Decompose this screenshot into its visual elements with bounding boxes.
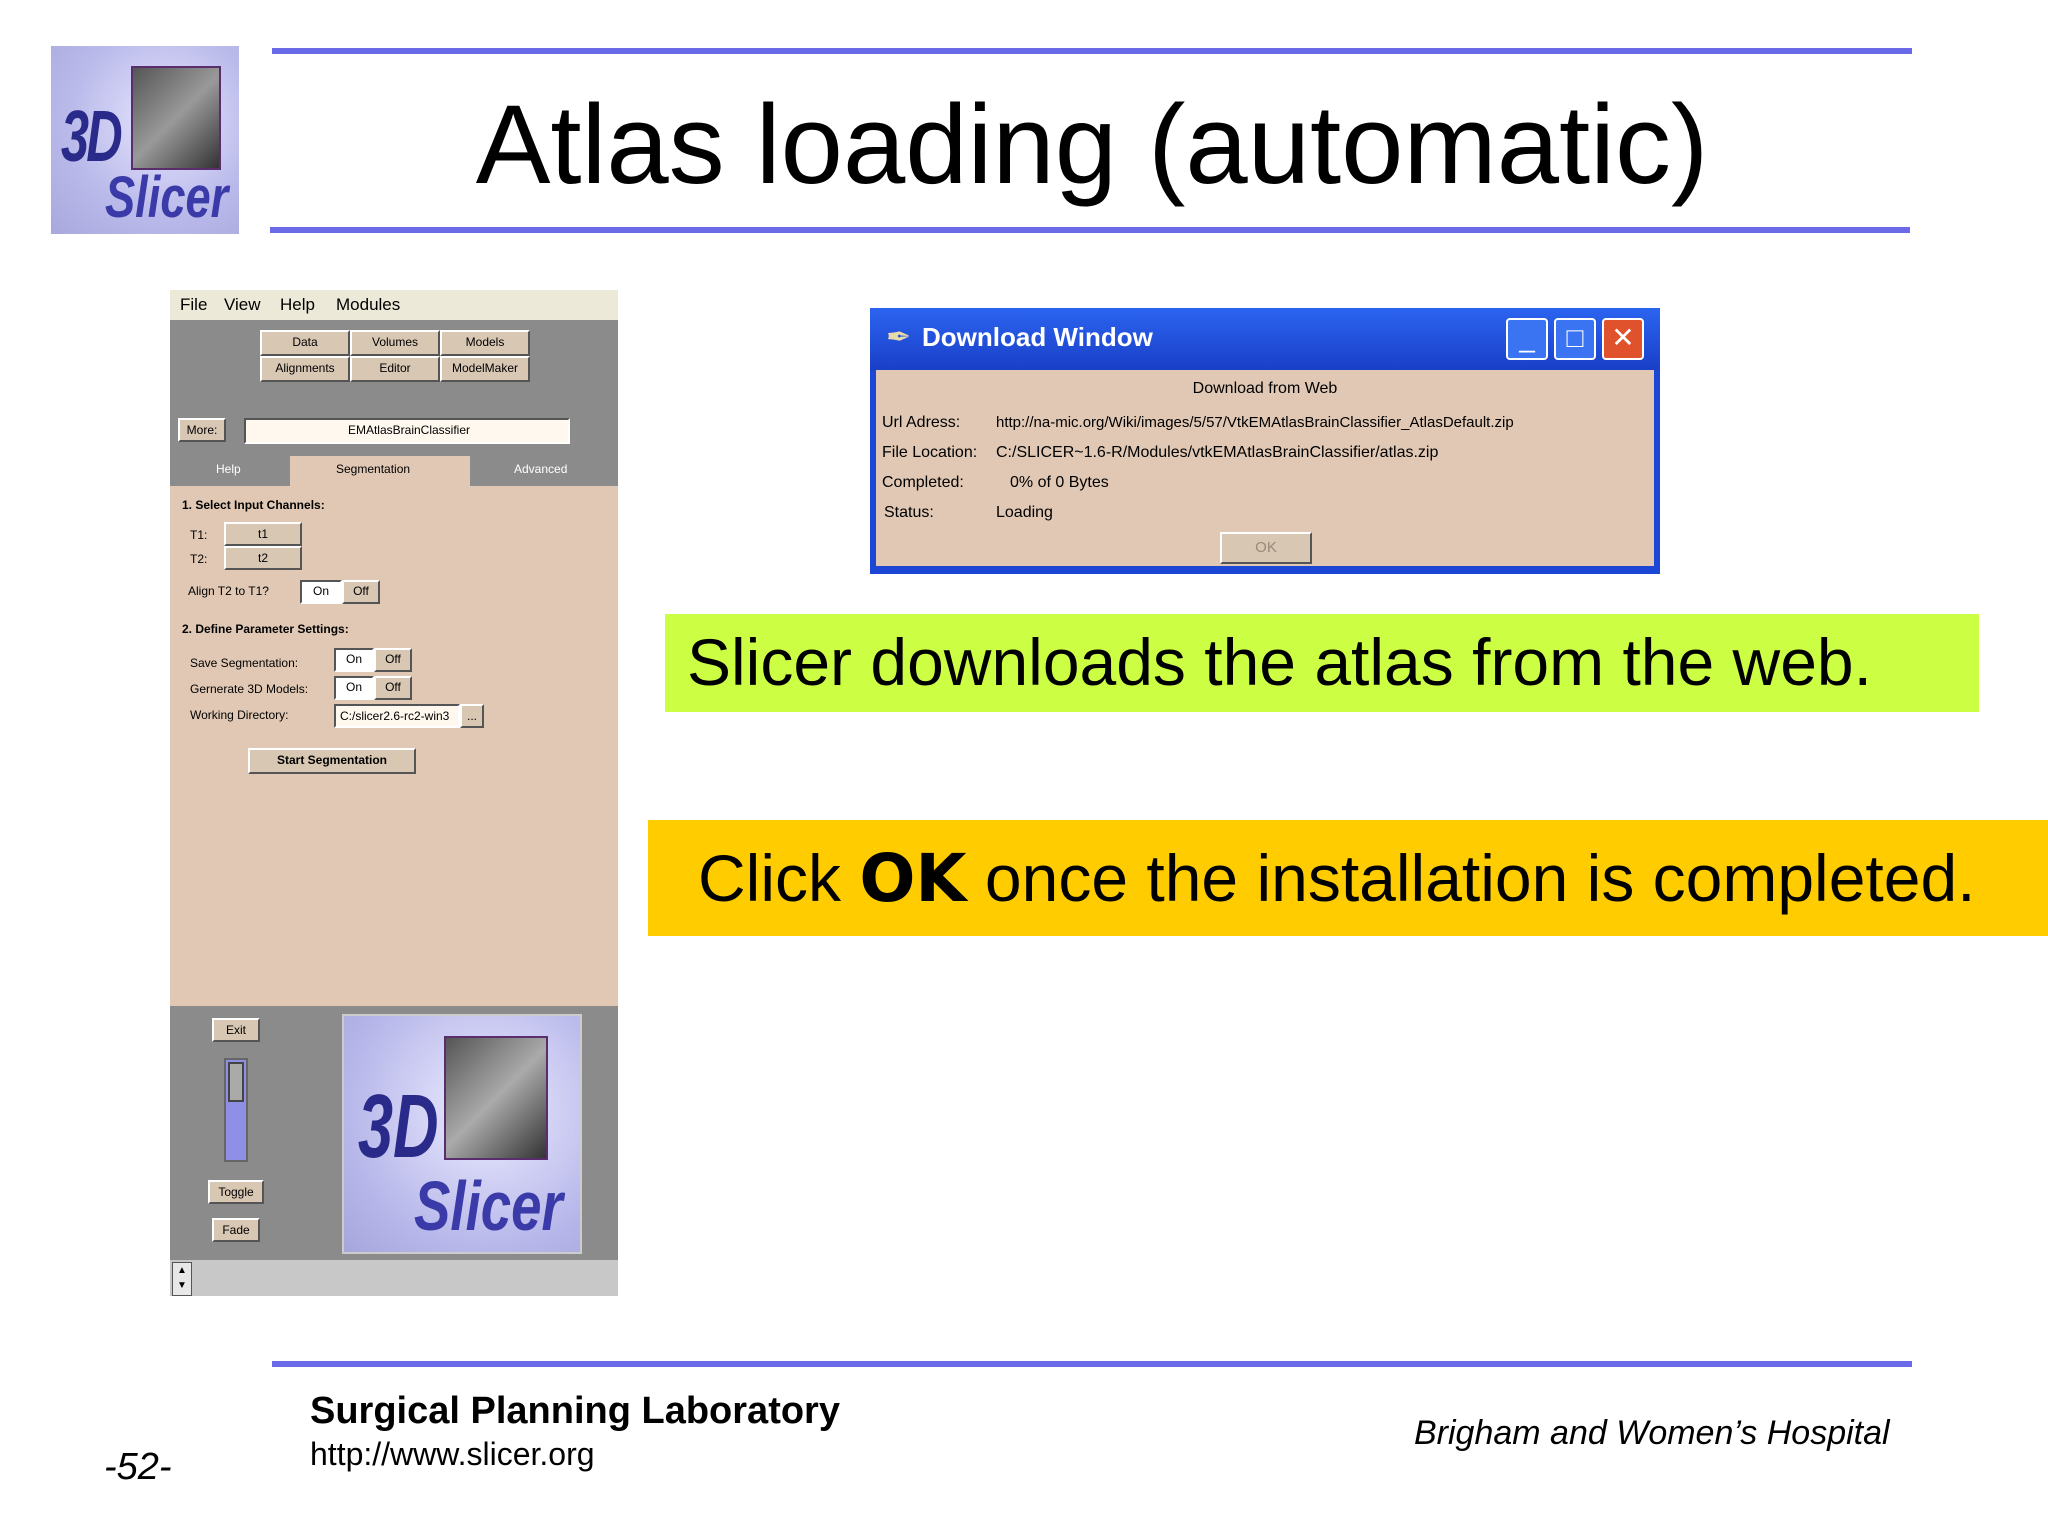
align-off-toggle[interactable]: Off [342, 580, 380, 604]
tab-advanced[interactable]: Advanced [514, 462, 568, 476]
window-titlebar: ✒ Download Window _ □ ✕ [870, 308, 1660, 370]
save-seg-on-toggle[interactable]: On [334, 648, 374, 672]
t1-label: T1: [190, 528, 208, 542]
yellow-callout-text: Click OK once the installation is comple… [698, 840, 1976, 917]
green-callout: Slicer downloads the atlas from the web. [665, 614, 1979, 712]
brain-slice-icon [444, 1036, 548, 1160]
workdir-field[interactable]: C:/slicer2.6-rc2-win3 [334, 704, 460, 728]
tab-help[interactable]: Help [216, 462, 241, 476]
green-callout-text: Slicer downloads the atlas from the web. [687, 625, 1872, 699]
yellow-text-post: once the installation is completed. [966, 841, 1976, 915]
url-label: Url Adress: [882, 414, 961, 431]
completed-label: Completed: [882, 474, 964, 491]
module-models-button[interactable]: Models [440, 330, 530, 356]
ok-button[interactable]: OK [1220, 532, 1312, 564]
completed-value: 0% of 0 Bytes [1010, 474, 1109, 491]
module-field[interactable]: EMAtlasBrainClassifier [244, 418, 570, 444]
tab-segmentation-label: Segmentation [336, 462, 411, 476]
slicer-logo: 3D Slicer [51, 46, 239, 234]
footer-url[interactable]: http://www.slicer.org [310, 1436, 595, 1472]
module-volumes-button[interactable]: Volumes [350, 330, 440, 356]
url-value: http://na-mic.org/Wiki/images/5/57/VtkEM… [996, 414, 1514, 431]
status-bar: ▲▼ [170, 1260, 618, 1296]
close-icon[interactable]: ✕ [1602, 318, 1644, 360]
exit-button[interactable]: Exit [212, 1018, 260, 1042]
module-alignments-button[interactable]: Alignments [260, 356, 350, 382]
more-button[interactable]: More: [178, 418, 226, 442]
gen3d-label: Gernerate 3D Models: [190, 682, 309, 696]
save-seg-off-toggle[interactable]: Off [374, 648, 412, 672]
t1-select[interactable]: t1 [224, 522, 302, 546]
yellow-text-ok: OK [859, 840, 967, 917]
fade-button[interactable]: Fade [212, 1218, 260, 1242]
top-rule [272, 48, 1912, 54]
file-label: File Location: [882, 444, 978, 461]
status-label: Status: [884, 504, 934, 521]
menu-view[interactable]: View [224, 295, 261, 314]
save-seg-label: Save Segmentation: [190, 656, 299, 670]
viewer-3d-text: 3D [358, 1077, 439, 1177]
slicer-panel: File View Help Modules Data Volumes Mode… [170, 290, 618, 1296]
browse-button[interactable]: ... [460, 704, 484, 728]
t2-label: T2: [190, 552, 208, 566]
section-input-channels: 1. Select Input Channels: [182, 498, 325, 512]
file-value: C:/SLICER~1.6-R/Modules/vtkEMAtlasBrainC… [996, 444, 1439, 461]
title-rule [270, 227, 1910, 233]
gen3d-on-toggle[interactable]: On [334, 676, 374, 700]
menu-file[interactable]: File [180, 295, 208, 314]
align-label: Align T2 to T1? [188, 584, 269, 598]
scroll-arrows-icon[interactable]: ▲▼ [172, 1262, 192, 1296]
module-editor-button[interactable]: Editor [350, 356, 440, 382]
window-body: Download from Web Url Adress: http://na-… [876, 370, 1654, 566]
logo-slicer-text: Slicer [105, 165, 229, 230]
fade-slider-handle[interactable] [228, 1062, 244, 1102]
viewer-slicer-text: Slicer [414, 1167, 563, 1245]
brain-slice-icon [131, 66, 221, 170]
menu-help[interactable]: Help [280, 295, 315, 314]
download-window: ✒ Download Window _ □ ✕ Download from We… [870, 308, 1660, 574]
toggle-button[interactable]: Toggle [208, 1180, 264, 1204]
status-value: Loading [996, 504, 1053, 521]
module-data-button[interactable]: Data [260, 330, 350, 356]
page-number: -52- [104, 1446, 172, 1488]
yellow-text-pre: Click [698, 841, 860, 915]
menubar: File View Help Modules [170, 290, 618, 320]
menu-modules[interactable]: Modules [336, 295, 401, 314]
window-title: Download Window [922, 322, 1153, 352]
t2-select[interactable]: t2 [224, 546, 302, 570]
download-heading: Download from Web [1192, 380, 1338, 397]
footer-rule [272, 1361, 1912, 1367]
workdir-label: Working Directory: [190, 708, 289, 722]
logo-viewer: 3D Slicer [342, 1014, 582, 1254]
slide-title: Atlas loading (automatic) [475, 82, 1709, 207]
minimize-icon[interactable]: _ [1506, 318, 1548, 360]
feather-icon: ✒ [886, 321, 912, 354]
maximize-icon[interactable]: □ [1554, 318, 1596, 360]
align-on-toggle[interactable]: On [300, 580, 342, 604]
module-modelmaker-button[interactable]: ModelMaker [440, 356, 530, 382]
tab-segmentation[interactable]: Segmentation [290, 456, 470, 486]
logo-3d-text: 3D [61, 97, 123, 177]
footer-hospital: Brigham and Women’s Hospital [1414, 1414, 1890, 1452]
footer-lab: Surgical Planning Laboratory [310, 1390, 840, 1432]
section-parameters: 2. Define Parameter Settings: [182, 622, 349, 636]
segmentation-pane: 1. Select Input Channels: T1: t1 T2: t2 … [170, 486, 618, 1006]
start-segmentation-button[interactable]: Start Segmentation [248, 748, 416, 774]
yellow-callout: Click OK once the installation is comple… [648, 820, 2048, 936]
fade-slider[interactable] [224, 1058, 248, 1162]
gen3d-off-toggle[interactable]: Off [374, 676, 412, 700]
